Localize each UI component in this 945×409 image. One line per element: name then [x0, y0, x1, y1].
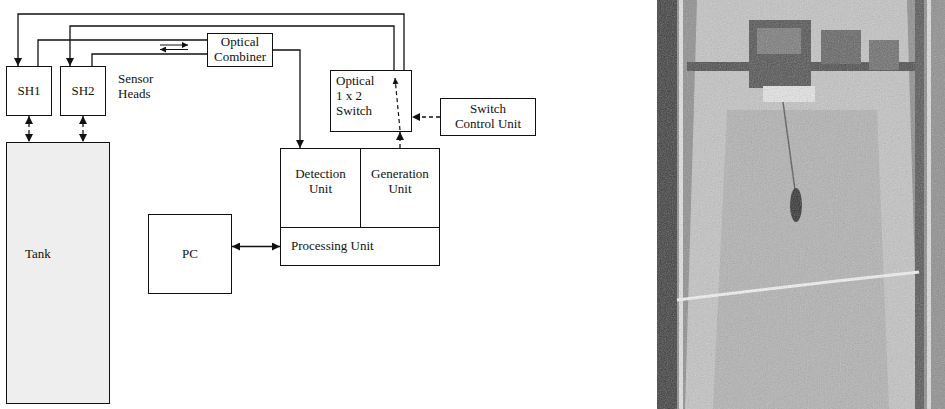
signal-connector: [92, 54, 207, 66]
combiner-box: Optical Combiner: [207, 33, 273, 67]
signal-connector: [70, 26, 394, 70]
node-text: SH2: [71, 84, 94, 99]
node-text: SH1: [17, 84, 40, 99]
signal-connector: [412, 116, 440, 117]
node-text: Switch Control Unit: [452, 102, 524, 132]
photo-group: [657, 0, 945, 409]
sensor-head-box: SH1: [6, 66, 52, 116]
control-unit-box: Switch Control Unit: [440, 98, 536, 136]
signal-connector: [232, 246, 280, 247]
signal-connector: [38, 40, 207, 66]
signal-connector: [82, 116, 83, 142]
annotation-label: Sensor Heads: [118, 72, 170, 102]
direction-arrow-symbol: [160, 45, 188, 46]
generation-unit-box: Generation Unit: [360, 148, 440, 228]
node-text: Detection Unit: [289, 167, 353, 197]
detection-unit-box: Detection Unit: [280, 148, 361, 228]
node-text: Processing Unit: [291, 239, 374, 254]
signal-connector: [273, 50, 300, 148]
signal-connector: [399, 132, 400, 148]
signal-connector: [18, 14, 404, 70]
sensor-head-box: SH2: [60, 66, 106, 116]
node-text: Tank: [25, 247, 51, 262]
signal-connector: [28, 116, 29, 142]
optical-switch-box: Optical 1 x 2 Switch: [330, 70, 412, 132]
direction-arrow-symbol: [160, 49, 188, 50]
node-text: Optical Combiner: [211, 35, 269, 65]
node-text: PC: [182, 247, 198, 262]
node-text: Generation Unit: [368, 167, 432, 197]
processing-unit-box: Processing Unit: [280, 227, 440, 266]
photo-ground: [657, 0, 945, 409]
photo-grain: [657, 0, 945, 409]
pc-box: PC: [148, 214, 232, 294]
node-text: Optical 1 x 2 Switch: [336, 74, 382, 119]
tank-box: Tank: [6, 142, 110, 404]
switch-lever-symbol: [395, 78, 400, 130]
